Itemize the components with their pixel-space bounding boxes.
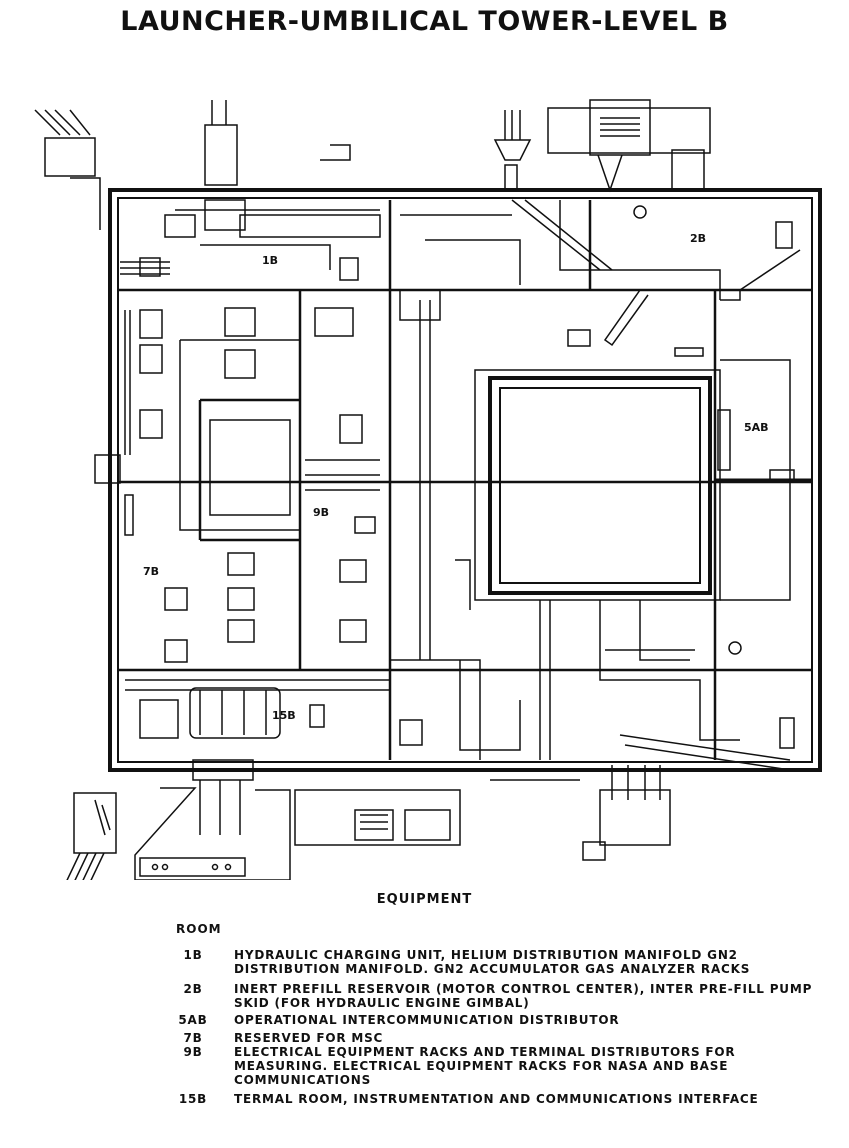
legend-heading: EQUIPMENT [376, 892, 473, 907]
legend-room-code: 1B [183, 948, 203, 962]
room-7b-equipment [94, 309, 188, 663]
legend-description: TERMAL ROOM, INSTRUMENTATION AND COMMUNI… [234, 1092, 759, 1106]
legend-description: INERT PREFILL RESERVOIR (MOTOR CONTROL C… [234, 982, 813, 1010]
room-label-2b: 2B [690, 232, 707, 245]
room-label-1b: 1B [262, 254, 279, 267]
page-title: LAUNCHER-UMBILICAL TOWER-LEVEL B [120, 6, 729, 37]
legend-description: HYDRAULIC CHARGING UNIT, HELIUM DISTRIBU… [234, 948, 751, 976]
room-15b-equipment [125, 679, 423, 746]
legend-row: 5AB OPERATIONAL INTERCOMMUNICATION DISTR… [168, 1013, 828, 1029]
legend-row: 7B RESERVED FOR MSC [168, 1031, 828, 1047]
legend-room-code: 5AB [178, 1013, 208, 1027]
legend-room-code: 9B [183, 1045, 203, 1059]
legend-room-code: 7B [183, 1031, 203, 1045]
legend-room-code: 15B [178, 1092, 208, 1106]
room-label-9b: 9B [313, 506, 330, 519]
bottom-utilities [66, 759, 671, 880]
room-5ab-equipment [715, 359, 812, 749]
room-label-7b: 7B [143, 565, 160, 578]
room-1b-equipment [120, 199, 381, 281]
legend-description: ELECTRICAL EQUIPMENT RACKS AND TERMINAL … [234, 1045, 736, 1087]
launcher-opening [474, 369, 721, 601]
legend-description: OPERATIONAL INTERCOMMUNICATION DISTRIBUT… [234, 1013, 620, 1027]
room-label-15b: 15B [272, 709, 296, 722]
room-2b-equipment [400, 199, 801, 357]
legend-row: 2B INERT PREFILL RESERVOIR (MOTOR CONTRO… [168, 982, 828, 1012]
room-label-5ab: 5AB [744, 421, 769, 434]
legend-row: 1B HYDRAULIC CHARGING UNIT, HELIUM DISTR… [168, 948, 828, 978]
interior-walls [118, 200, 812, 760]
legend-description: RESERVED FOR MSC [234, 1031, 384, 1045]
piping-network [390, 290, 791, 771]
legend-room-code: 2B [183, 982, 203, 996]
umbilical-entries [34, 99, 711, 230]
room-9b-equipment [179, 307, 380, 643]
floor-plan [34, 99, 822, 880]
legend-row: 9B ELECTRICAL EQUIPMENT RACKS AND TERMIN… [168, 1045, 828, 1089]
outer-walls [108, 188, 822, 772]
legend-row: 15B TERMAL ROOM, INSTRUMENTATION AND COM… [168, 1092, 828, 1108]
legend-room-column-header: ROOM [176, 922, 222, 936]
